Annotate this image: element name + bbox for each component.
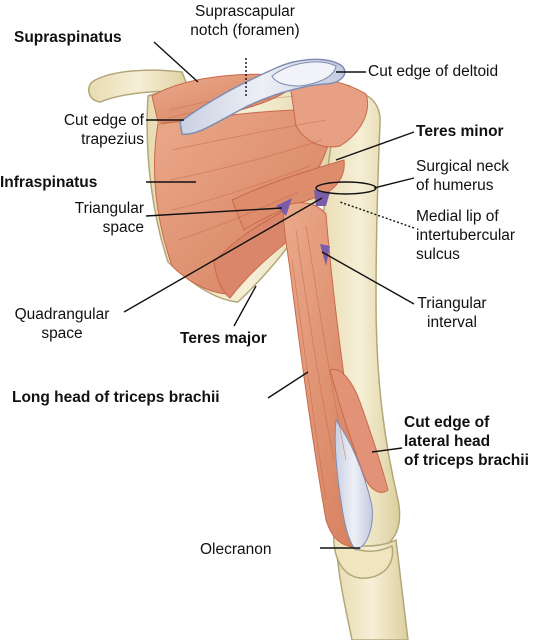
label-triangular-space-line2: space <box>102 219 144 236</box>
label-cut-edge-lateral-line1: Cut edge of <box>404 414 490 431</box>
triangular-interval-shape <box>320 244 330 266</box>
triangular-space-shape <box>276 198 292 216</box>
label-infraspinatus: Infraspinatus <box>0 174 98 191</box>
label-cut-edge-trapezius-line1: Cut edge of <box>63 112 144 129</box>
leader-cut-edge-lateral <box>371 447 403 453</box>
label-surgical-neck-line1: Surgical neck <box>416 158 510 175</box>
leader-triangular-interval <box>321 251 415 305</box>
label-supraspinatus: Supraspinatus <box>14 29 122 46</box>
label-triangular-interval-line1: Triangular <box>417 295 487 312</box>
label-quadrangular-space-line2: space <box>41 325 83 342</box>
label-olecranon: Olecranon <box>200 541 272 558</box>
label-cut-edge-deltoid: Cut edge of deltoid <box>368 63 499 80</box>
label-suprascapular-notch-line1: Suprascapular <box>195 3 295 20</box>
leader-supraspinatus <box>153 41 199 83</box>
label-long-head-triceps: Long head of triceps brachii <box>12 389 220 406</box>
label-triangular-interval-line2: interval <box>427 314 477 331</box>
lateral-head-triceps-cut <box>329 368 389 493</box>
leader-long-head-triceps <box>267 371 309 399</box>
teres-major-muscle <box>213 207 294 299</box>
surgical-neck-ring <box>315 181 377 195</box>
leader-quadrangular-space <box>123 197 323 313</box>
label-teres-minor: Teres minor <box>416 123 504 140</box>
label-medial-lip-line2: intertubercular <box>416 227 516 244</box>
label-triangular-space-line1: Triangular <box>74 200 144 217</box>
leader-teres-minor <box>335 131 415 161</box>
label-medial-lip-line1: Medial lip of <box>416 208 499 225</box>
leader-surgical-neck <box>373 177 415 189</box>
leader-triangular-space <box>145 207 283 217</box>
label-cut-edge-lateral-line3: of triceps brachii <box>404 452 529 469</box>
clavicle <box>87 69 192 103</box>
cut-tendon-rim <box>179 58 346 135</box>
label-cut-edge-lateral-line2: lateral head <box>404 433 491 450</box>
muscles <box>151 73 389 551</box>
leader-teres-major <box>233 285 257 327</box>
label-surgical-neck-line2: of humerus <box>416 177 494 194</box>
leader-medial-lip <box>339 201 415 229</box>
deltoid-cut-rim <box>271 61 337 87</box>
label-suprascapular-notch-line2: notch (foramen) <box>190 22 300 39</box>
leader-lines <box>123 41 415 549</box>
label-medial-lip-line3: sulcus <box>416 246 460 263</box>
label-cut-edge-trapezius-line2: trapezius <box>81 131 144 148</box>
label-quadrangular-space-line1: Quadrangular <box>14 306 110 323</box>
label-teres-major: Teres major <box>180 330 267 347</box>
